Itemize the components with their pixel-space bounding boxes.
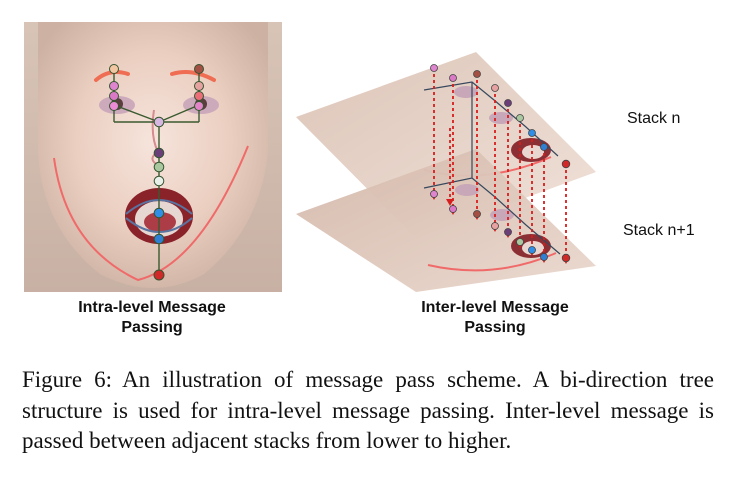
intra-level-face-image — [24, 22, 282, 292]
inter-level-stack-visual — [296, 52, 596, 292]
figure-caption-text: An illustration of message pass scheme. … — [22, 367, 714, 454]
stack-n-label: Stack n — [627, 110, 681, 127]
inter-level-stack-diagram — [296, 52, 596, 292]
intra-level-label: Intra-level Message Passing — [78, 299, 226, 337]
stack-n-plus-1-label: Stack n+1 — [623, 222, 695, 239]
figure-caption: Figure 6:An illustration of message pass… — [22, 365, 714, 457]
figure: Intra-level Message Passing Inter-level … — [24, 22, 695, 337]
figure-number: Figure 6: — [22, 367, 113, 392]
inter-level-label: Inter-level Message Passing — [421, 299, 569, 337]
intra-level-tree-diagram — [24, 22, 282, 292]
